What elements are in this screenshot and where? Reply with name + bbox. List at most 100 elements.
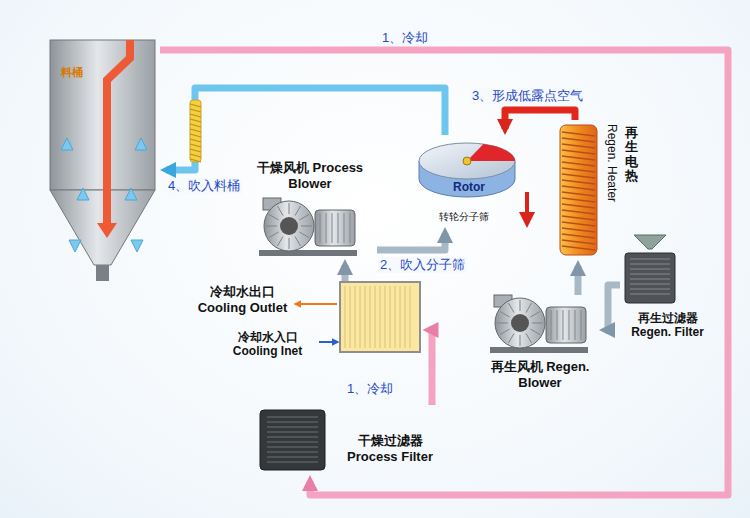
blower-inlet <box>511 314 529 332</box>
step-label: 1、冷却 <box>345 381 395 397</box>
air-arrow <box>125 188 137 200</box>
process-filter-text: 干燥过滤器 Process Filter <box>337 433 443 464</box>
heater-coil <box>562 180 595 184</box>
blower-motor <box>546 307 586 343</box>
cooler-fin <box>410 286 411 348</box>
blower-fin <box>266 226 277 227</box>
filter-grille <box>630 274 670 275</box>
pipe-connector <box>605 285 620 330</box>
rotor-text: Rotor <box>453 180 485 194</box>
coil-winding <box>190 154 201 157</box>
heater-coil <box>562 192 595 196</box>
blower-fin <box>269 215 279 221</box>
blower-motor <box>315 210 355 246</box>
heater-coil <box>562 132 595 136</box>
hopper-body <box>50 40 155 190</box>
blower-fin <box>530 329 540 335</box>
coil-winding <box>190 144 201 147</box>
coil-winding <box>190 149 201 152</box>
air-arrow <box>135 138 147 150</box>
cooler-fin <box>400 286 401 348</box>
regen-heater-text: 再生电热 <box>625 126 638 183</box>
heater-coil <box>190 100 201 162</box>
blower-fin <box>500 312 510 318</box>
motor-rib <box>569 310 570 340</box>
filter-grille <box>630 264 670 265</box>
heater-coil <box>562 186 595 190</box>
heater-coil <box>562 150 595 154</box>
filter-vent <box>267 437 318 438</box>
regen-blower: 再生风机 Regen. Blower <box>480 295 602 400</box>
coil-winding <box>190 119 201 122</box>
filter-vent <box>267 457 318 458</box>
cooler: 冷却水出口 Cooling Outlet 冷却水入口 Cooling Inet <box>195 282 425 375</box>
motor-rib <box>350 213 351 243</box>
outlet-arrow <box>295 303 337 305</box>
pipe-connector <box>342 265 349 282</box>
step-label: 4、吹入料桶 <box>166 178 242 194</box>
blower-fin <box>530 312 540 318</box>
blower-fin <box>497 323 508 324</box>
blower-fin <box>278 206 284 216</box>
step-label: 2、吹入分子筛 <box>378 257 467 273</box>
motor-rib <box>575 310 576 340</box>
blower-fin <box>299 215 309 221</box>
motor-rib <box>332 213 333 243</box>
regen-filter: 再生过滤器 Regen. Filter <box>620 235 717 355</box>
pipe-connector <box>429 330 433 405</box>
cooler-fin <box>390 286 391 348</box>
coil-winding <box>190 124 201 127</box>
filter-box <box>260 410 325 470</box>
motor-rib <box>326 213 327 243</box>
filter-vent <box>267 432 318 433</box>
blower-housing <box>495 298 545 348</box>
filter-vent <box>267 462 318 463</box>
blower-fin <box>295 206 301 216</box>
blower-fin <box>509 333 515 343</box>
rotor-hub <box>463 157 471 165</box>
coil-winding <box>190 134 201 137</box>
coil-winding <box>190 159 201 162</box>
filter-grille <box>630 294 670 295</box>
cooler-text: 冷却水出口 Cooling Outlet <box>195 284 290 315</box>
funnel <box>634 235 666 249</box>
inlet-arrow <box>319 341 338 343</box>
cooler-text: 冷却水入口 Cooling Inet <box>220 330 315 359</box>
cooler-fin <box>395 286 396 348</box>
blower-fin <box>289 203 290 214</box>
heater-coil <box>562 144 595 148</box>
filter-vent <box>267 447 318 448</box>
blower-fin <box>532 323 543 324</box>
heater-coil <box>562 156 595 160</box>
hot-air-head <box>97 223 117 238</box>
motor-rib <box>563 310 564 340</box>
blower-fin <box>520 335 521 346</box>
regen-filter-text: 再生过滤器 Regen. Filter <box>620 311 715 340</box>
blower-inlet <box>280 217 298 235</box>
cooler-fin <box>380 286 381 348</box>
heater-body <box>560 125 597 255</box>
cooler-fin <box>350 286 351 348</box>
pipe-connector <box>166 88 445 170</box>
air-arrow <box>131 240 143 252</box>
filter-grille <box>630 284 670 285</box>
cooler-fin <box>360 286 361 348</box>
heater-coil <box>562 216 595 220</box>
pipe-connector <box>377 233 445 250</box>
filter-vent <box>267 427 318 428</box>
regen-blower-text: 再生风机 Regen. Blower <box>480 359 600 390</box>
cooler-fin <box>345 286 346 348</box>
heater-coil <box>562 240 595 244</box>
rotor-text: 转轮分子筛 <box>439 211 489 223</box>
cooler-fin <box>385 286 386 348</box>
heater-coil <box>562 168 595 172</box>
motor-rib <box>320 213 321 243</box>
heater-coil <box>562 234 595 238</box>
hopper-text: 料桶 <box>61 66 83 79</box>
regen-sector <box>467 144 515 161</box>
blower-fin <box>520 300 521 311</box>
hopper-cone <box>50 190 155 265</box>
regen-heater: Regen. Heater再生电热 <box>555 120 650 260</box>
motor-rib <box>557 310 558 340</box>
